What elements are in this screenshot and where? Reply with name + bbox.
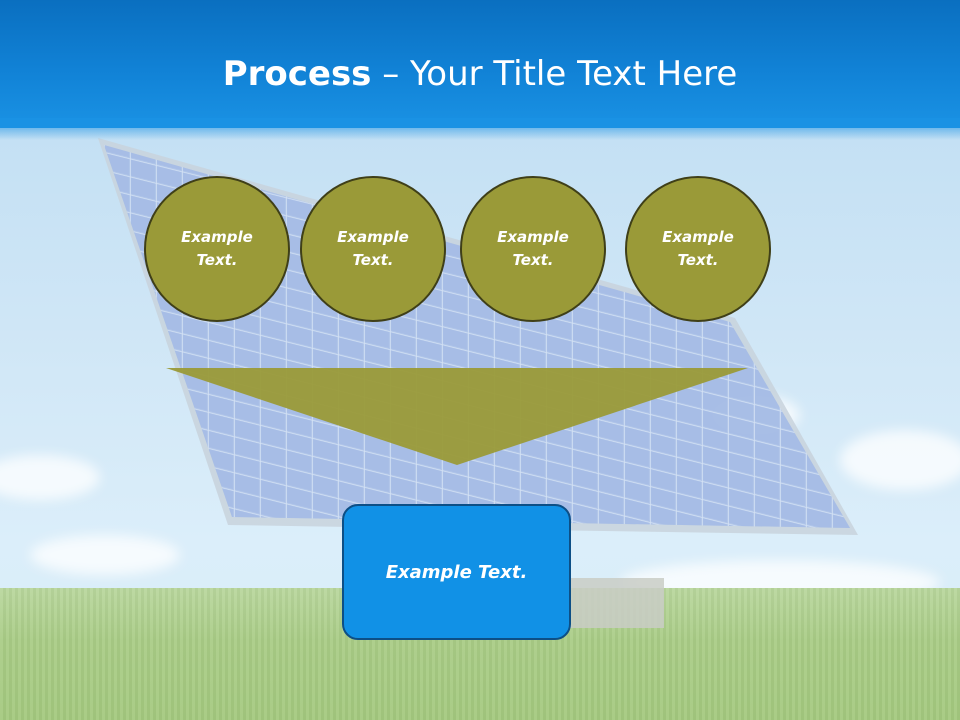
title-bar (0, 0, 960, 128)
title-bold: Process (222, 54, 372, 94)
circle-2-line2: Text. (352, 251, 394, 269)
circle-3-line2: Text. (512, 251, 554, 269)
result-label: Example Text. (385, 561, 528, 583)
circle-1-line2: Text. (196, 251, 238, 269)
circle-3-line1: Example (497, 228, 569, 246)
funnel-triangle (166, 368, 748, 465)
circle-4-line2: Text. (677, 251, 719, 269)
grass-field (0, 588, 960, 720)
circle-1-line1: Example (181, 228, 253, 246)
result-box: Example Text. (342, 504, 571, 640)
cloud (0, 455, 100, 500)
slide-title: Process – Your Title Text Here (0, 52, 960, 96)
cloud (840, 430, 960, 490)
cloud (30, 535, 180, 575)
circle-2-line1: Example (337, 228, 409, 246)
title-rest: – Your Title Text Here (371, 54, 738, 94)
title-bar-fade (0, 118, 960, 140)
circle-4-line1: Example (662, 228, 734, 246)
